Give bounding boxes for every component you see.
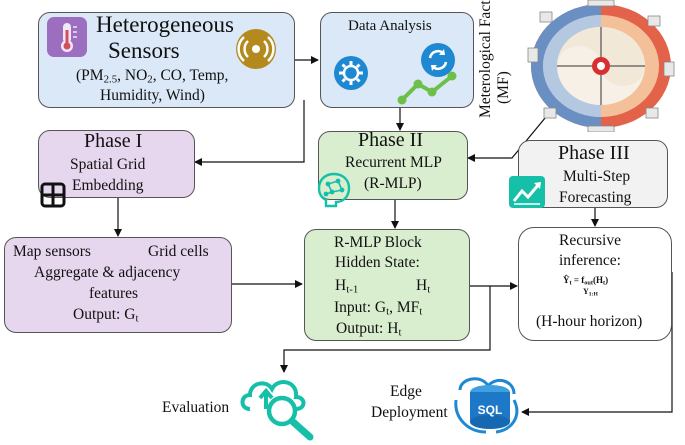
recursive-box: [518, 227, 672, 341]
recursive-line2: inference:: [559, 252, 621, 269]
edge-line2: Deployment: [371, 404, 448, 421]
data-analysis-title: Data Analysis: [348, 18, 432, 34]
map-line2: Aggregate & adjacency: [34, 264, 181, 281]
recursive-formula: Ŷt = fout(Ht): [563, 275, 609, 287]
phase3-line2: Forecasting: [559, 189, 632, 206]
sql-db-label: SQL: [478, 403, 503, 417]
sensors-list-line1: (PM2.5, NO2, CO, Temp,: [76, 67, 229, 86]
edge-line1: Edge: [390, 383, 422, 400]
rmlp-h-from: Ht-1: [335, 277, 359, 296]
phase1-title: Phase I: [84, 130, 143, 152]
met-factors-abbr: (MF): [495, 71, 512, 104]
map-to-label: Grid cells: [148, 243, 209, 260]
line-chart-icon: [509, 176, 545, 208]
map-box: [4, 237, 232, 333]
phase3-title: Phase III: [558, 142, 630, 164]
phase1-line2: Embedding: [72, 177, 144, 194]
trend-line-icon: [397, 71, 457, 105]
map-output: Output: Gt: [73, 306, 139, 325]
phase2-title: Phase II: [358, 129, 423, 151]
map-line3: features: [89, 285, 139, 302]
recursive-formula-line2: Y1:H: [583, 287, 598, 298]
recursive-line1: Recursive: [559, 232, 621, 249]
recursive-horizon: (H-hour horizon): [536, 313, 643, 330]
rmlp-title: R-MLP Block: [334, 234, 422, 251]
sql-database-icon: SQL: [454, 377, 519, 434]
thermometer-icon: [47, 17, 87, 57]
rmlp-input: Input: Gt, MFt: [334, 299, 423, 318]
phase3-line1: Multi-Step: [563, 168, 631, 185]
rmlp-h-to: Ht: [416, 277, 431, 296]
phase2-line2: (R-MLP): [364, 175, 422, 192]
sync-icon: [421, 43, 455, 77]
neural-brain-icon: [317, 172, 351, 208]
rmlp-block-box: [304, 229, 470, 341]
sensors-list-line2: Humidity, Wind): [100, 87, 205, 104]
phase1-line1: Spatial Grid: [70, 156, 146, 173]
met-factors-label: Meterological Factors: [477, 0, 494, 118]
phase3-box: [518, 140, 668, 208]
sensors-title-line1: Heterogeneous: [96, 12, 234, 37]
rmlp-hidden: Hidden State:: [335, 254, 420, 271]
rmlp-output: Output: Ht: [336, 320, 402, 339]
cloud-search-icon: [240, 380, 314, 441]
wireless-sensor-icon: [236, 29, 276, 69]
phase2-line1: Recurrent MLP: [345, 154, 442, 171]
meteorological-wheel-icon: [527, 0, 675, 132]
grid-icon: [40, 182, 66, 208]
evaluation-label: Evaluation: [162, 399, 230, 416]
map-from-label: Map sensors: [13, 243, 91, 260]
sensors-title-line2: Sensors: [108, 38, 180, 63]
gear-network-icon: [334, 56, 368, 90]
